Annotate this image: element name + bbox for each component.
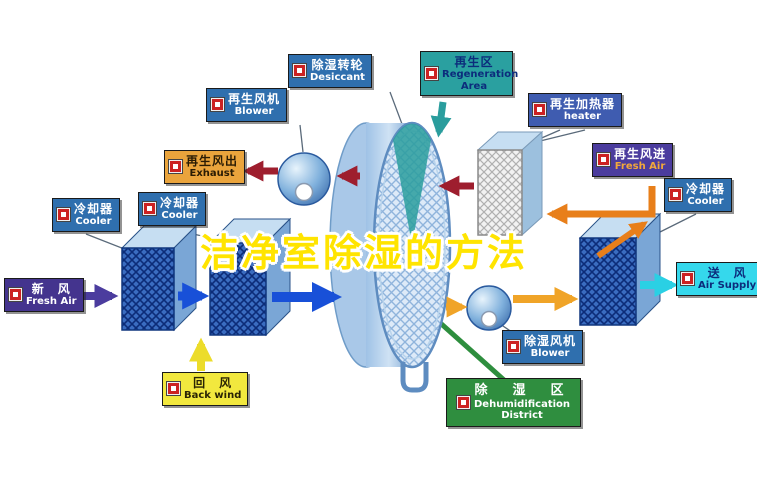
label-badge-icon xyxy=(456,394,471,410)
label-badge-icon xyxy=(424,66,439,82)
label-en: Fresh Air xyxy=(26,296,77,308)
label-en: Cooler xyxy=(161,210,198,222)
label-zh: 再生风出 xyxy=(186,154,239,168)
label-zh: 新 风 xyxy=(31,282,71,296)
label-zh: 冷却器 xyxy=(686,182,726,196)
label-dehumidification-district: 除 湿 区 Dehumidification District xyxy=(446,378,582,427)
heat-exchanger-left xyxy=(120,224,198,332)
label-badge-icon xyxy=(680,271,695,287)
regen-inlet-arrow xyxy=(546,186,656,225)
label-badge-icon xyxy=(142,201,157,217)
label-zh: 冷却器 xyxy=(74,202,114,216)
label-en: Cooler xyxy=(75,216,112,228)
label-en: Blower xyxy=(234,106,274,118)
diagram-title: 洁净室除湿的方法 xyxy=(200,231,529,275)
label-en: Desiccant xyxy=(310,72,365,84)
label-en: Dehumidification xyxy=(474,398,571,410)
label-badge-icon xyxy=(532,102,547,118)
label-zh: 再生区 xyxy=(454,55,494,69)
label-en: District xyxy=(501,410,543,422)
regen-area-arrow xyxy=(430,101,452,138)
label-en: Blower xyxy=(530,348,570,360)
regeneration-sector xyxy=(393,123,431,245)
label-badge-icon xyxy=(210,97,225,113)
label-zh: 回 风 xyxy=(193,376,233,390)
heat-exchanger-mid xyxy=(208,217,292,337)
label-badge-icon xyxy=(8,287,23,303)
label-badge-icon xyxy=(668,187,683,203)
label-en: Back wind xyxy=(184,390,242,402)
label-zh: 送 风 xyxy=(707,266,747,280)
label-badge-icon xyxy=(166,381,181,397)
wheel-bracket xyxy=(400,362,429,393)
label-en: Fresh Air xyxy=(614,161,666,173)
label-zh: 再生加热器 xyxy=(550,97,616,111)
cooler-right-arrow xyxy=(596,221,648,259)
label-zh: 冷却器 xyxy=(160,196,200,210)
label-zh: 再生风机 xyxy=(228,92,281,106)
dehumid-blower-fan xyxy=(466,285,512,331)
desiccant-wheel xyxy=(329,121,452,393)
label-badge-icon xyxy=(168,159,183,175)
label-en: Regeneration Area xyxy=(442,69,519,92)
regen-blower-fan xyxy=(277,152,331,206)
regen-heater-unit xyxy=(476,130,544,237)
label-en: Exhaust xyxy=(189,168,235,180)
label-zh: 除湿转轮 xyxy=(311,58,364,72)
label-badge-icon xyxy=(56,207,71,223)
label-badge-icon xyxy=(292,63,307,79)
label-badge-icon xyxy=(596,152,611,168)
label-en: Air Supply xyxy=(698,280,757,292)
flow-arrows xyxy=(76,101,679,371)
heat-exchanger-right xyxy=(578,212,662,327)
label-zh: 除湿风机 xyxy=(524,334,577,348)
label-zh: 除 湿 区 xyxy=(474,383,570,398)
label-en: heater xyxy=(563,111,602,123)
label-zh: 再生风进 xyxy=(614,147,667,161)
label-badge-icon xyxy=(506,339,521,355)
label-en: Cooler xyxy=(687,196,724,208)
